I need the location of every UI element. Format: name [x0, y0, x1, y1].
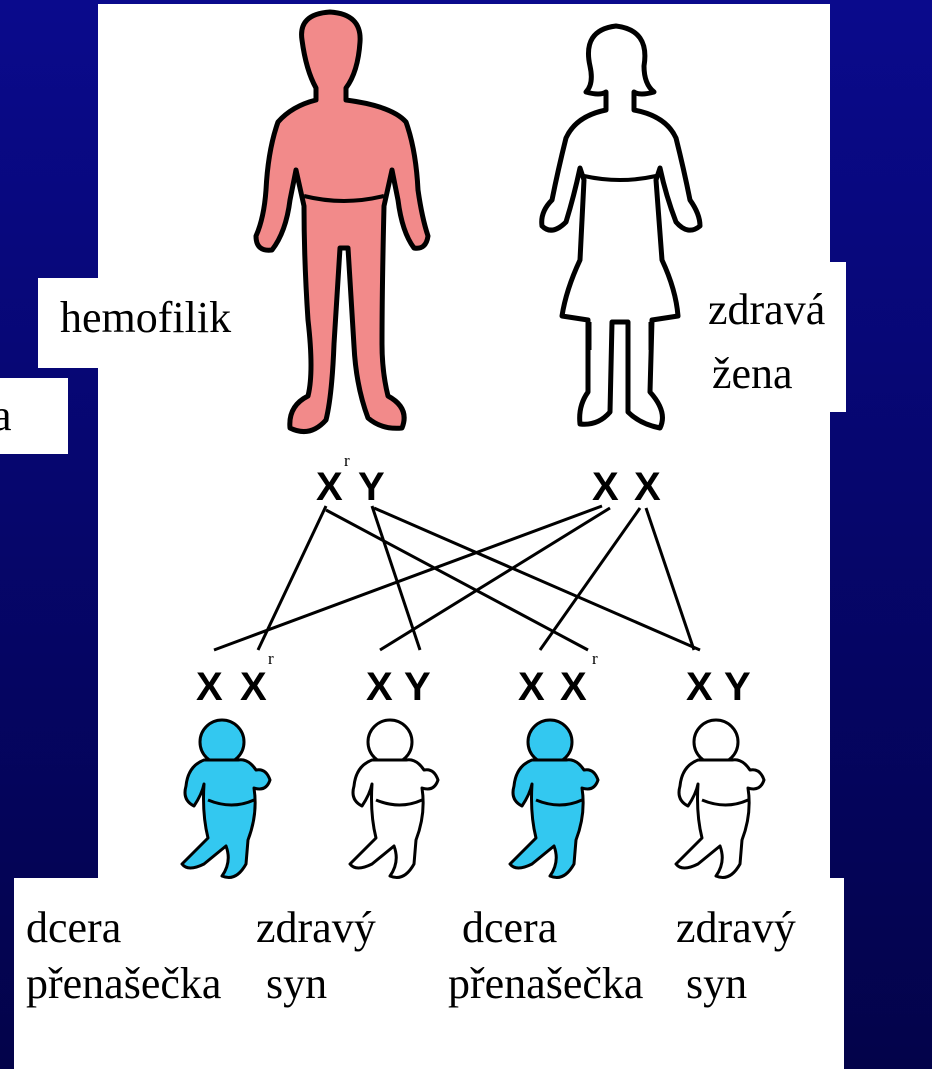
father-chrom-y: Y	[358, 465, 385, 509]
child4-chrom-b: Y	[724, 665, 751, 709]
cross-lines	[214, 506, 700, 650]
father-figure	[256, 12, 428, 432]
child1-chrom-a: X	[196, 665, 223, 709]
child1-baby	[182, 720, 270, 878]
child1-chrom-b: X	[240, 665, 267, 709]
children-chromosomes: X X r X Y X X r X Y	[196, 649, 751, 709]
mother-chrom-x2: X	[634, 465, 661, 509]
child2-chrom-a: X	[366, 665, 393, 709]
child3-baby	[510, 720, 598, 878]
parent-chromosomes: X r Y X X	[316, 451, 661, 509]
child4-chrom-a: X	[686, 665, 713, 709]
mother-figure	[542, 26, 700, 428]
child1-marker: r	[268, 649, 274, 668]
mother-chrom-x1: X	[592, 465, 619, 509]
father-x-marker: r	[344, 451, 350, 470]
child4-baby	[676, 720, 764, 878]
child2-baby	[350, 720, 438, 878]
child2-chrom-b: Y	[404, 665, 431, 709]
child3-chrom-b: X	[560, 665, 587, 709]
child3-chrom-a: X	[518, 665, 545, 709]
child3-marker: r	[592, 649, 598, 668]
father-chrom-x: X	[316, 465, 343, 509]
